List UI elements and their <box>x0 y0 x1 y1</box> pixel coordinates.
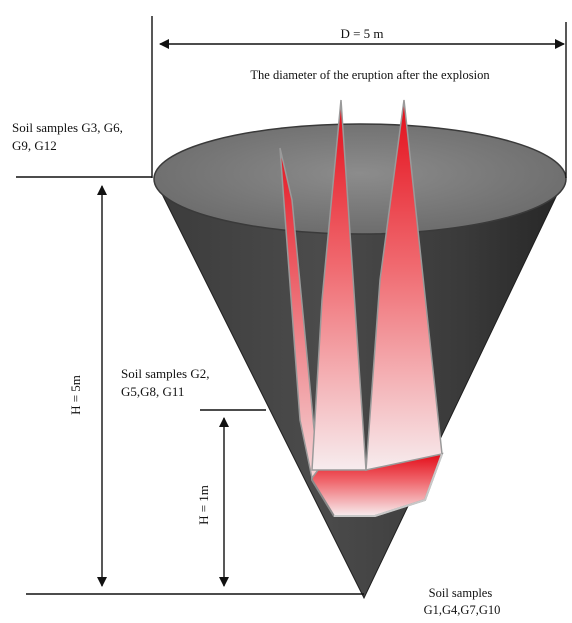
eruption-spike-middle <box>311 99 367 471</box>
eruption-spike-left <box>279 147 319 480</box>
eruption-caption: The diameter of the eruption after the e… <box>250 68 490 82</box>
height-total-label: H = 5m <box>68 375 83 415</box>
middle-samples-label: Soil samples G2, G5,G8, G11 <box>121 366 213 399</box>
diameter-label: D = 5 m <box>340 26 383 41</box>
bottom-samples-label: Soil samples G1,G4,G7,G10 <box>424 586 501 617</box>
eruption-spike-right <box>365 99 443 471</box>
cone-top-surface <box>153 123 567 235</box>
height-partial-label: H = 1m <box>196 485 211 525</box>
top-samples-label: Soil samples G3, G6, G9, G12 <box>12 120 126 153</box>
crater-rim-outline <box>334 453 443 517</box>
eruption-crater <box>279 99 444 517</box>
